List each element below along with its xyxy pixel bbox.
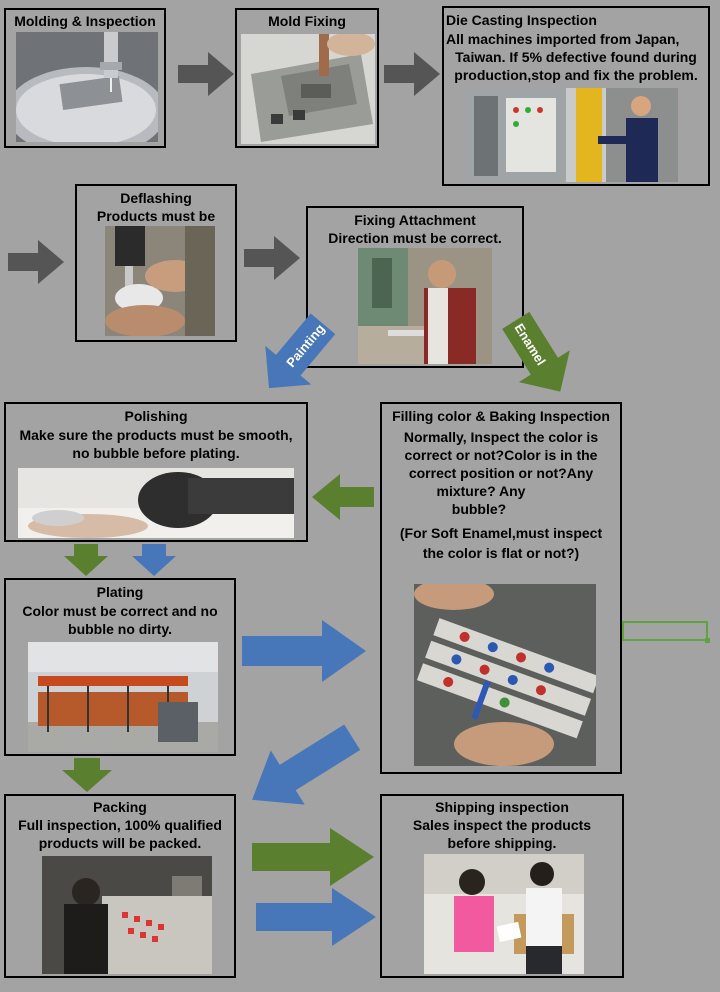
flow-arrow-11 (252, 828, 374, 886)
step-title: Molding & Inspection (14, 13, 156, 29)
step-line: Taiwan. If 5% defective found during (455, 49, 697, 65)
filling-color-photo (414, 584, 596, 766)
deflashing-photo (105, 226, 215, 336)
flow-arrow-1 (178, 52, 234, 96)
flow-arrow-4 (244, 236, 300, 280)
plating-photo (28, 642, 218, 752)
step-packing: Packing Full inspection, 100% qualified … (4, 794, 236, 978)
step-line: Normally, Inspect the color is (403, 429, 599, 445)
step-line: correct or not?Color is in the (404, 447, 598, 463)
step-line: Full inspection, 100% qualified (18, 817, 222, 833)
step-line: production,stop and fix the problem. (454, 67, 698, 83)
step-line: before shipping. (447, 835, 557, 851)
packing-photo (42, 856, 212, 974)
selection-fill-handle[interactable] (705, 638, 710, 643)
step-plating: Plating Color must be correct and no bub… (4, 578, 236, 756)
step-deflashing: Deflashing Products must be (75, 184, 237, 342)
step-title: Die Casting Inspection (446, 12, 597, 28)
step-title: Deflashing (120, 190, 192, 206)
step-title: Shipping inspection (435, 799, 569, 815)
step-line: All machines imported from Japan, (446, 31, 680, 47)
painting-branch-arrow: Painting (256, 310, 336, 402)
step-filling-color-baking: Filling color & Baking Inspection Normal… (380, 402, 622, 774)
fixing-attachment-photo (358, 248, 492, 364)
step-title: Plating (96, 584, 144, 600)
step-line: Color must be correct and no (22, 603, 218, 619)
step-line: bubble no dirty. (68, 621, 172, 637)
molding-photo (16, 32, 158, 142)
step-line: correct position or not?Any (408, 465, 594, 481)
selection-rectangle[interactable] (622, 621, 708, 641)
step-shipping-inspection: Shipping inspection Sales inspect the pr… (380, 794, 624, 978)
flow-arrow-6 (64, 544, 108, 576)
step-line: products will be packed. (38, 835, 202, 851)
step-title: Packing (93, 799, 147, 815)
flow-arrow-7 (132, 544, 176, 576)
step-line: bubble? (451, 501, 507, 517)
polishing-photo (18, 468, 294, 538)
step-line: Make sure the products must be smooth, (19, 427, 293, 443)
flow-arrow-5 (312, 474, 374, 520)
shipping-photo (424, 854, 584, 974)
step-line: mixture? Any (436, 483, 526, 499)
step-line: (For Soft Enamel,must inspect (399, 525, 603, 541)
flow-arrow-9 (62, 758, 112, 792)
step-molding-inspection: Molding & Inspection (4, 8, 166, 148)
enamel-branch-arrow: Enamel (498, 311, 578, 400)
mold-fixing-photo (241, 34, 375, 144)
flow-arrow-10 (240, 724, 366, 810)
step-title: Mold Fixing (268, 13, 346, 29)
die-casting-photo (466, 88, 678, 182)
flow-arrow-8 (242, 620, 366, 682)
step-die-casting-inspection: Die Casting Inspection All machines impo… (442, 6, 710, 186)
step-fixing-attachment: Fixing Attachment Direction must be corr… (306, 206, 524, 368)
flow-arrow-12 (256, 888, 376, 946)
step-line: no bubble before plating. (72, 445, 240, 461)
flow-arrow-2 (384, 52, 440, 96)
step-subtitle: Direction must be correct. (328, 230, 502, 246)
step-title: Filling color & Baking Inspection (392, 408, 610, 424)
step-polishing: Polishing Make sure the products must be… (4, 402, 308, 542)
step-line: Sales inspect the products (412, 817, 592, 833)
step-title: Polishing (124, 408, 188, 424)
step-title: Fixing Attachment (354, 212, 476, 228)
step-mold-fixing: Mold Fixing (235, 8, 379, 148)
step-subtitle: Products must be (96, 208, 216, 224)
step-line: the color is flat or not?) (422, 545, 580, 561)
flow-arrow-3 (8, 240, 64, 284)
